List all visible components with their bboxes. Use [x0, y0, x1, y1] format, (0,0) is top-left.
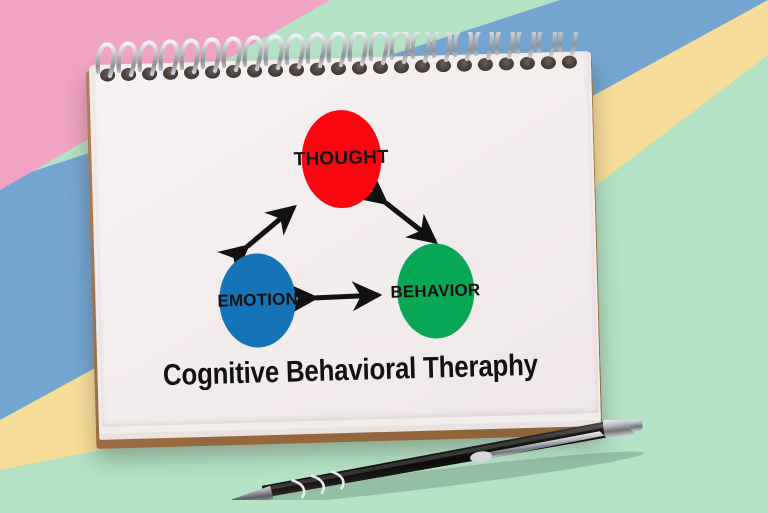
ballpoint-pen — [216, 420, 644, 500]
node-behavior-label: BEHAVIOR — [390, 279, 481, 302]
notebook-page: THOUGHT EMOTION BEHAVIOR Cognitive Behav… — [91, 51, 599, 427]
arrow-emotion-behavior — [288, 281, 383, 314]
diagram-arrows — [217, 174, 438, 314]
spiral-notebook: THOUGHT EMOTION BEHAVIOR Cognitive Behav… — [85, 51, 603, 450]
arrow-emotion-thought — [217, 204, 297, 275]
node-thought-label: THOUGHT — [293, 146, 390, 171]
node-emotion-label: EMOTION — [216, 289, 298, 311]
arrow-thought-behavior — [356, 174, 438, 244]
